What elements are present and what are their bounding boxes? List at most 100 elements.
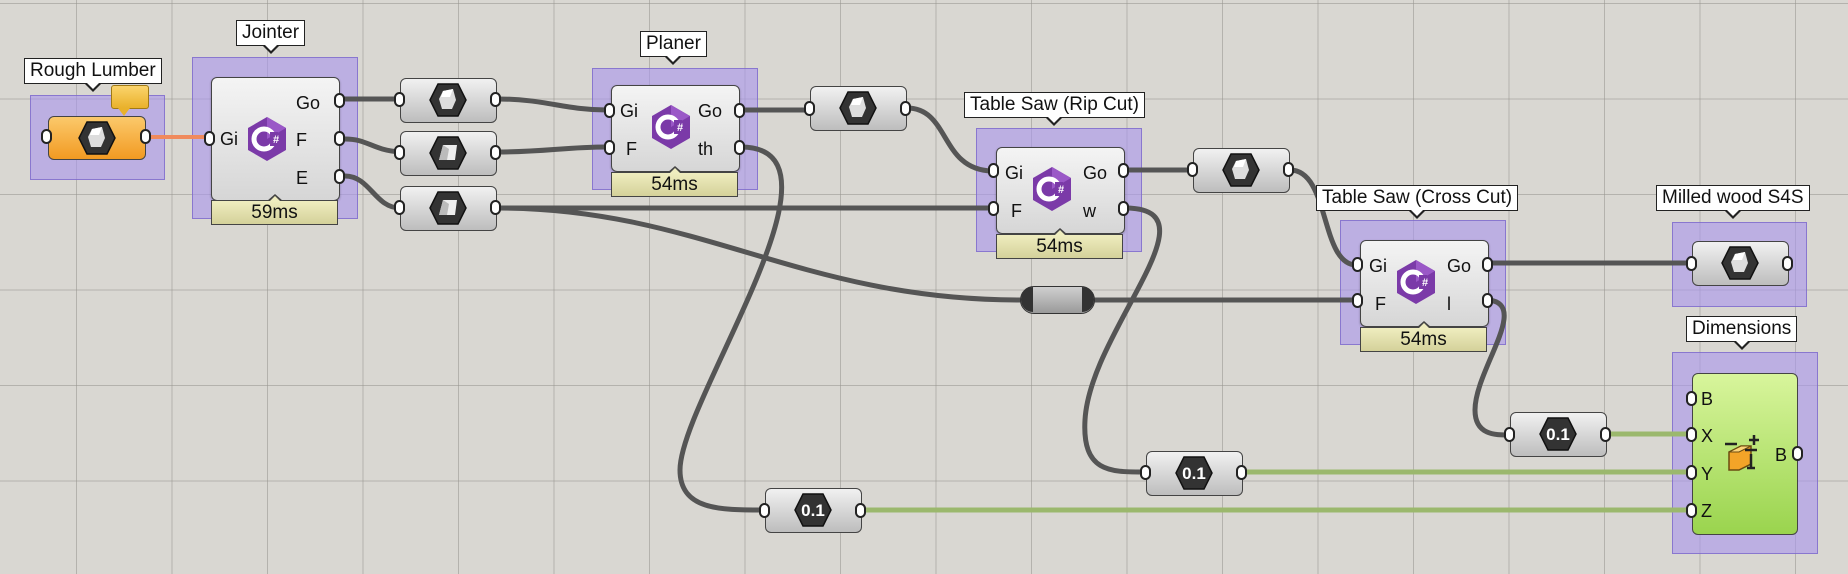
cross-output-go: Go bbox=[1447, 256, 1472, 276]
param-port[interactable] bbox=[1140, 465, 1151, 480]
param-port[interactable] bbox=[490, 145, 501, 160]
rip-output-w: w bbox=[1083, 201, 1096, 221]
planer-go-geometry-param[interactable] bbox=[810, 86, 907, 131]
planer-port-gi[interactable] bbox=[604, 103, 615, 118]
rough-lumber-param[interactable] bbox=[48, 116, 146, 160]
cross-port-gi[interactable] bbox=[1352, 257, 1363, 272]
wire-geo-planer bbox=[495, 96, 610, 113]
param-port[interactable] bbox=[394, 145, 405, 160]
planer-port-f[interactable] bbox=[604, 140, 615, 155]
dim-input-y: Y bbox=[1701, 464, 1714, 484]
param-port[interactable] bbox=[900, 101, 911, 116]
dim-port-b[interactable] bbox=[1686, 391, 1697, 406]
label-rip-cut: Table Saw (Rip Cut) bbox=[964, 92, 1145, 126]
surface-hex-icon bbox=[429, 191, 467, 225]
rough-lumber-output-port[interactable] bbox=[140, 129, 151, 144]
jointer-f-surface-param[interactable] bbox=[400, 131, 497, 176]
planer-output-th: th bbox=[698, 139, 714, 159]
param-port[interactable] bbox=[855, 503, 866, 518]
jointer-port-go[interactable] bbox=[334, 93, 345, 108]
rip-go-geometry-param[interactable] bbox=[1193, 148, 1290, 193]
jointer-port-e[interactable] bbox=[334, 169, 345, 184]
rough-lumber-input-port[interactable] bbox=[41, 129, 52, 144]
label-planer: Planer bbox=[640, 31, 707, 65]
csharp-icon: # bbox=[1397, 260, 1435, 304]
param-port[interactable] bbox=[1187, 162, 1198, 177]
param-port[interactable] bbox=[394, 92, 405, 107]
jointer-port-f[interactable] bbox=[334, 131, 345, 146]
label-rough-lumber: Rough Lumber bbox=[24, 58, 162, 92]
number-param-width[interactable]: 0.1 bbox=[1146, 451, 1243, 496]
param-port[interactable] bbox=[1504, 427, 1515, 442]
jointer-go-geometry-param[interactable] bbox=[400, 78, 497, 123]
number-param-thickness[interactable]: 0.1 bbox=[765, 488, 862, 533]
milled-wood-geometry-param[interactable] bbox=[1692, 241, 1789, 286]
label-jointer: Jointer bbox=[236, 20, 306, 54]
wire-jointer-f bbox=[342, 136, 403, 155]
jointer-e-surface-param[interactable] bbox=[400, 186, 497, 231]
wire-geo-rip bbox=[904, 105, 995, 174]
dim-port-x[interactable] bbox=[1686, 427, 1697, 442]
cross-timer: 54ms bbox=[1360, 321, 1487, 352]
wire-planer-th bbox=[677, 144, 785, 513]
wire-crosscut-l bbox=[1472, 297, 1512, 438]
dim-port-z[interactable] bbox=[1686, 503, 1697, 518]
relay-icon[interactable] bbox=[1020, 286, 1095, 314]
cross-cut-component[interactable]: Gi F Go l # bbox=[1360, 240, 1489, 327]
param-port[interactable] bbox=[1782, 256, 1793, 271]
param-port[interactable] bbox=[1236, 465, 1247, 480]
wire-jointer-e bbox=[342, 173, 403, 211]
number-value: 0.1 bbox=[1182, 464, 1206, 483]
planer-port-go[interactable] bbox=[734, 103, 745, 118]
number-value: 0.1 bbox=[1546, 425, 1570, 444]
number-param-length[interactable]: 0.1 bbox=[1510, 412, 1607, 457]
cross-port-go[interactable] bbox=[1482, 257, 1493, 272]
number-value: 0.1 bbox=[801, 501, 825, 520]
planer-port-th[interactable] bbox=[734, 140, 745, 155]
label-milled-wood: Milled wood S4S bbox=[1656, 185, 1810, 219]
rip-port-w[interactable] bbox=[1118, 201, 1129, 216]
jointer-timer: 59ms bbox=[211, 194, 338, 225]
param-port[interactable] bbox=[804, 101, 815, 116]
planer-output-go: Go bbox=[698, 101, 723, 121]
jointer-output-f: F bbox=[296, 130, 307, 150]
jointer-component[interactable]: Gi Go F E # bbox=[211, 77, 340, 201]
geometry-hex-icon bbox=[839, 91, 877, 125]
rip-port-f[interactable] bbox=[988, 201, 999, 216]
label-cross-cut: Table Saw (Cross Cut) bbox=[1316, 185, 1519, 219]
cross-port-l[interactable] bbox=[1482, 293, 1493, 308]
note-tag-icon[interactable] bbox=[111, 85, 149, 116]
planer-timer: 54ms bbox=[611, 166, 738, 197]
param-port[interactable] bbox=[1686, 256, 1697, 271]
csharp-icon: # bbox=[652, 105, 690, 149]
number-hex-icon: 0.1 bbox=[1175, 456, 1213, 490]
rip-port-go[interactable] bbox=[1118, 163, 1129, 178]
csharp-icon: # bbox=[1033, 167, 1071, 211]
dim-port-out-b[interactable] bbox=[1792, 446, 1803, 461]
jointer-port-gi[interactable] bbox=[204, 131, 215, 146]
geometry-hex-icon bbox=[1721, 246, 1759, 280]
param-port[interactable] bbox=[394, 200, 405, 215]
geometry-hex-icon bbox=[429, 83, 467, 117]
wire-rip-w bbox=[1082, 205, 1163, 475]
dimensions-box-component[interactable]: B X Y Z B bbox=[1692, 373, 1798, 535]
rip-input-gi: Gi bbox=[1005, 163, 1023, 183]
param-port[interactable] bbox=[759, 503, 770, 518]
rip-cut-component[interactable]: Gi F Go w # bbox=[996, 147, 1125, 234]
jointer-input-gi: Gi bbox=[220, 129, 238, 149]
geometry-hex-icon bbox=[1222, 153, 1260, 187]
number-hex-icon: 0.1 bbox=[794, 493, 832, 527]
cross-port-f[interactable] bbox=[1352, 293, 1363, 308]
planer-component[interactable]: Gi F Go th # bbox=[611, 85, 740, 172]
dim-port-y[interactable] bbox=[1686, 465, 1697, 480]
param-port[interactable] bbox=[1283, 162, 1294, 177]
cross-input-gi: Gi bbox=[1369, 256, 1387, 276]
rip-port-gi[interactable] bbox=[988, 163, 999, 178]
param-port[interactable] bbox=[490, 92, 501, 107]
cross-output-l: l bbox=[1447, 294, 1451, 314]
param-port[interactable] bbox=[490, 200, 501, 215]
param-port[interactable] bbox=[1600, 427, 1611, 442]
jointer-output-go: Go bbox=[296, 93, 321, 113]
